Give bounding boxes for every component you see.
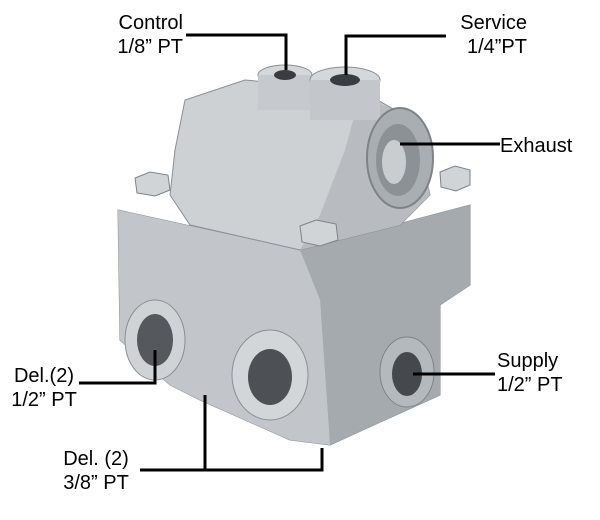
delivery-half-leader-line xyxy=(79,350,157,385)
delivery-three-eighths-label: Del. (2) 3/8” PT xyxy=(56,447,136,495)
control-port-size: 1/8” PT xyxy=(117,36,183,58)
service-port-label: Service 1/4”PT xyxy=(445,11,527,59)
delivery-half-inch-label: Del.(2) 1/2” PT xyxy=(6,364,82,412)
service-port-name: Service xyxy=(460,12,527,34)
supply-port-size: 1/2” PT xyxy=(497,374,563,396)
supply-port-name: Supply xyxy=(497,350,559,372)
delivery-three-eighths-size: 3/8” PT xyxy=(63,472,129,494)
control-port-name: Control xyxy=(118,12,183,34)
leader-lines xyxy=(79,33,500,472)
delivery-three-eighths-name: Del. (2) xyxy=(63,448,129,470)
exhaust-port-name: Exhaust xyxy=(500,135,573,157)
control-leader-line xyxy=(186,33,288,70)
delivery-half-inch-name: Del.(2) xyxy=(13,365,74,387)
service-port-size: 1/4”PT xyxy=(466,36,527,58)
delivery-half-inch-size: 1/2” PT xyxy=(11,389,77,411)
supply-port-label: Supply 1/2” PT xyxy=(497,349,563,397)
valve-body xyxy=(117,64,471,446)
delivery-three-eighths-leader-line xyxy=(140,448,324,472)
control-port-label: Control 1/8” PT xyxy=(100,11,183,59)
exhaust-port-label: Exhaust xyxy=(500,134,572,158)
service-leader-line xyxy=(344,34,446,75)
